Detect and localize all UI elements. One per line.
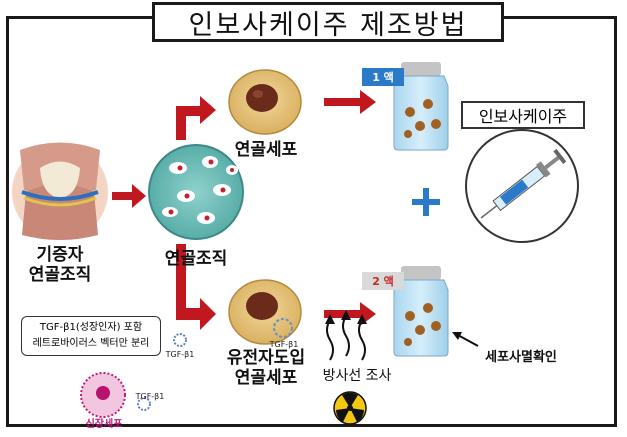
knee-joint-icon [12,142,108,240]
label-transduced: 유전자도입 연골세포 [210,348,322,388]
arrow-knee-to-tissue [112,184,146,208]
arrow-to-vial-1 [324,90,376,114]
radiation-arrows [326,315,366,361]
tgf-info-box: TGF-β1(성장인자) 포함 레트로바이러스 벡터만 분리 [21,316,161,356]
label-cartilage-tissue: 연골조직 [164,249,228,269]
label-transduced-line2: 연골세포 [234,368,298,388]
label-donor-line1: 기증자 [36,245,84,265]
label-donor-cartilage: 기증자 연골조직 [10,245,110,285]
transduced-chondrocyte-icon [228,279,302,345]
kidney-cell-icon [80,372,126,418]
radiation-symbol-icon [333,391,367,425]
label-cell-death: 세포사멸확인 [485,350,557,365]
label-radiation: 방사선 조사 [322,368,392,384]
chondrocyte-icon [228,69,302,135]
label-chondrocyte: 연골세포 [234,140,298,160]
vial-1-icon [393,62,449,151]
vial-2-icon [393,266,449,357]
tgf-box-line1: TGF-β1(성장인자) 포함 [39,322,143,333]
label-kidney-cell: 신장세포 [85,419,123,430]
label-transduced-line1: 유전자도입 [226,348,306,368]
label-invossa-injection: 인보사케이주 [461,101,585,129]
page-title: 인보사케이주 제조방법 [152,2,504,42]
plus-icon [412,188,440,216]
label-tgf-small-1: TGF-β1 [135,392,165,401]
label-tgf-small-3: TGF-β1 [269,340,299,349]
vial-2-tag: 2 액 [362,272,404,290]
syringe-icon [465,129,579,243]
arrow-down-branch [176,244,216,330]
label-tgf-small-2: TGF-β1 [165,350,195,359]
virus-icon-2 [173,333,187,347]
vial-1-tag: 1 액 [362,68,404,86]
virus-icon-1 [137,397,151,411]
label-donor-line2: 연골조직 [28,265,92,285]
tgf-box-line2: 레트로바이러스 벡터만 분리 [32,338,150,349]
arrow-up-branch [176,96,216,140]
cartilage-tissue-icon [148,144,244,240]
